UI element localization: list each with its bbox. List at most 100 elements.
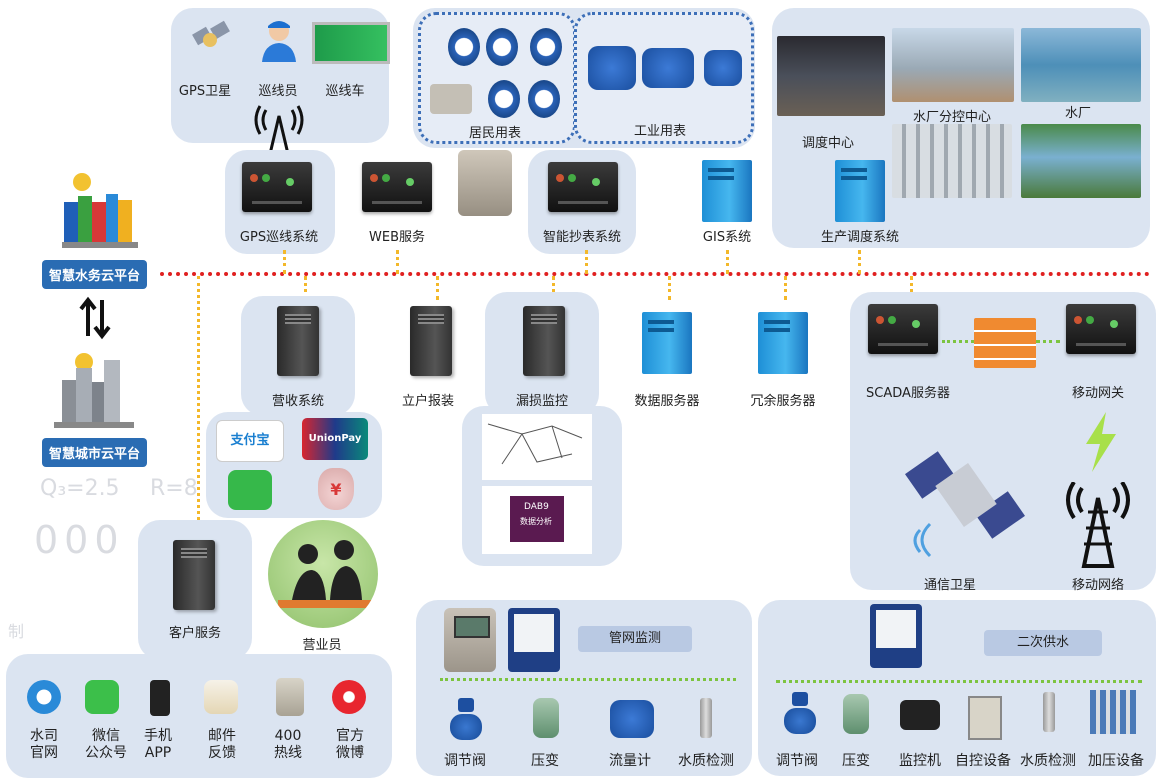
pipe-quality-icon (700, 698, 712, 738)
phone-app-icon[interactable] (150, 680, 170, 716)
label-scada-server: SCADA服务器 (866, 386, 950, 401)
secondary-meter-icon (870, 604, 922, 668)
web-server-icon (362, 162, 432, 212)
watermark-digits: 000 (34, 518, 125, 562)
label-smart-reading-system: 智能抄表系统 (542, 230, 622, 245)
pipe-item-label: 水质检测 (678, 753, 734, 769)
pipe-flowmeter-icon (610, 700, 654, 738)
billing-server-icon (277, 306, 319, 376)
ie-icon[interactable] (27, 680, 61, 714)
link-reading (585, 250, 588, 274)
label-web-service: WEB服务 (369, 230, 425, 245)
channel-label-line1: 官方 (336, 728, 364, 744)
pipe-meter-icon-2 (508, 608, 560, 672)
pipe-network-map (482, 414, 592, 480)
pipe-item-label: 调节阀 (444, 753, 486, 769)
plant-control-photo (892, 28, 1014, 102)
scada-firewall-link (942, 340, 974, 343)
link-web (396, 250, 399, 274)
link-billing (304, 276, 307, 300)
label-industrial-meter: 工业用表 (633, 124, 687, 139)
water-meter-icon-4 (488, 80, 520, 118)
channel-label-line2: 反馈 (208, 745, 236, 761)
label-production-dispatch: 生产调度系统 (820, 230, 900, 245)
reading-server-icon (548, 162, 618, 212)
antenna-icon (252, 104, 306, 156)
channel-label-line2: 微博 (336, 745, 364, 761)
link-production (858, 250, 861, 274)
wechat-pay-icon[interactable] (228, 470, 272, 510)
label-gis-system: GIS系统 (702, 230, 752, 245)
dma-diagram: DAB9 数据分析 (482, 486, 592, 554)
alipay-badge[interactable]: 支付宝 (216, 420, 284, 462)
secondary-supply-panel (758, 600, 1156, 776)
comm-satellite-icon (900, 430, 1030, 560)
call-center-image (268, 520, 378, 628)
pipe-valve-icon (448, 698, 484, 742)
secondary-supply-title[interactable]: 二次供水 (984, 630, 1102, 656)
pipe-monitor-title[interactable]: 管网监测 (578, 626, 692, 652)
watermark-zhi: 制 (8, 622, 25, 641)
channel-label-line1: 400 (274, 728, 302, 744)
link-gps (283, 250, 286, 274)
secondary-item-label: 压变 (842, 753, 870, 769)
gps-server-icon (242, 162, 312, 212)
pipe-item-label: 流量计 (609, 753, 651, 769)
link-redundant (784, 276, 787, 300)
label-clerk: 营业员 (302, 638, 342, 653)
firewall-gateway-link (1036, 340, 1060, 343)
water-meter-icon-2 (486, 28, 518, 66)
satellite-icon (190, 16, 234, 60)
aerial-plant-photo (1021, 124, 1141, 198)
mobile-tower-icon (1062, 480, 1134, 568)
label-data-server: 数据服务器 (634, 394, 700, 409)
pipe-bus (440, 678, 736, 681)
pipe-item-label: 压变 (531, 753, 559, 769)
channel-label-line1: 手机 (144, 728, 172, 744)
channels-panel (6, 654, 392, 778)
dma-center-label: DAB9 (524, 502, 549, 512)
secondary-valve-icon (782, 692, 818, 736)
channel-label-line2: 官网 (30, 745, 58, 761)
label-gps-satellite: GPS卫星 (178, 84, 232, 99)
label-plant: 水厂 (1064, 106, 1092, 121)
gateway-server-icon (1066, 304, 1136, 354)
channel-label-line1: 水司 (30, 728, 58, 744)
smart-city-icon (54, 352, 134, 428)
label-plant-control: 水厂分控中心 (912, 110, 992, 125)
label-registration: 立户报装 (401, 394, 455, 409)
production-dispatch-server-icon (835, 160, 885, 222)
label-patrol-car: 巡线车 (325, 84, 365, 99)
unionpay-badge[interactable]: UnionPay 银联 (302, 418, 368, 486)
water-cloud-platform[interactable]: 智慧水务云平台 (42, 260, 148, 289)
label-leak-monitor: 漏损监控 (515, 394, 569, 409)
label-customer-service: 客户服务 (168, 626, 222, 641)
label-gps-patrol-system: GPS巡线系统 (239, 230, 319, 245)
data-server-icon (642, 312, 692, 374)
channel-label: 水司官网 (30, 728, 58, 762)
link-data-server (668, 276, 671, 300)
scada-server-icon (868, 304, 938, 354)
money-bag-icon: ¥ (318, 468, 354, 510)
telephone-icon[interactable] (276, 678, 304, 716)
industrial-meter-icon-2 (642, 48, 694, 88)
label-billing-system: 营收系统 (271, 394, 325, 409)
secondary-item-label: 监控机 (899, 753, 941, 769)
mail-icon[interactable] (204, 680, 238, 714)
wechat-icon[interactable] (85, 680, 119, 714)
watermark: Q₃=2.5 R=8 000 制 (0, 470, 220, 770)
channel-label: 微信公众号 (85, 728, 127, 762)
yen-label: ¥ (330, 480, 342, 499)
weibo-icon[interactable] (332, 680, 366, 714)
collector-device-icon (458, 150, 512, 216)
secondary-item-label: 加压设备 (1088, 753, 1144, 769)
label-comm-satellite: 通信卫星 (923, 578, 977, 593)
water-meter-icon-3 (530, 28, 562, 66)
channel-label: 官方微博 (336, 728, 364, 762)
leak-server-icon (523, 306, 565, 376)
label-mobile-gateway: 移动网关 (1071, 386, 1125, 401)
pipe-meter-icon-1 (444, 608, 496, 672)
filtration-photo (892, 124, 1012, 198)
link-customer (197, 276, 200, 520)
city-cloud-platform[interactable]: 智慧城市云平台 (42, 438, 148, 467)
